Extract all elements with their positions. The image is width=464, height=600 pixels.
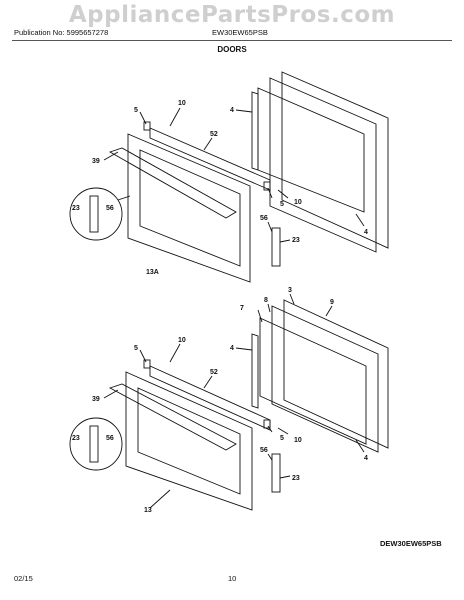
callout-bottom-56a: 56: [106, 435, 114, 442]
callout-top-56a: 56: [106, 205, 114, 212]
header-rule: [12, 40, 452, 41]
bottom-door-window: [137, 387, 241, 495]
top-right-hinge: [271, 227, 281, 267]
watermark: AppliancePartsPros.com: [68, 2, 396, 28]
top-trim-strip: [251, 91, 259, 171]
top-door-assembly: [69, 71, 389, 283]
bottom-left-hinge-bracket: [143, 359, 151, 369]
top-door-frame: [127, 133, 251, 283]
callout-top-52: 52: [210, 131, 218, 138]
callout-bottom-56b: 56: [260, 447, 268, 454]
callout-bottom-3: 3: [288, 287, 292, 294]
callout-top-23b: 23: [292, 237, 300, 244]
top-middle-glass: [269, 77, 377, 253]
bottom-outer-glass: [283, 299, 389, 449]
bottom-left-hinge-detail: [69, 417, 123, 471]
callout-top-4b: 4: [364, 229, 368, 236]
callout-bottom-4a: 4: [230, 345, 234, 352]
bottom-right-hinge: [271, 453, 281, 493]
bottom-inner-glass: [259, 317, 367, 445]
diagram-code: DEW30EW65PSB: [380, 539, 442, 548]
bottom-door-handle: [108, 383, 237, 451]
footer-date: 02/15: [14, 574, 33, 583]
bottom-left-hinge: [89, 425, 99, 463]
top-left-hinge: [89, 195, 99, 233]
callout-top-5b: 5: [280, 201, 284, 208]
page-title: DOORS: [217, 45, 247, 54]
callout-top-10: 10: [178, 100, 186, 107]
callout-bottom-8: 8: [264, 297, 268, 304]
callout-top-13a: 13A: [146, 269, 159, 276]
callout-bottom-7: 7: [240, 305, 244, 312]
bottom-door-frame: [125, 371, 253, 511]
top-right-hinge-bracket: [263, 181, 271, 191]
top-outer-glass: [281, 71, 389, 249]
callout-bottom-9: 9: [330, 299, 334, 306]
footer-page-number: 10: [228, 574, 237, 583]
callout-bottom-5: 5: [134, 345, 138, 352]
top-door-window: [139, 149, 241, 267]
callout-bottom-52: 52: [210, 369, 218, 376]
callout-top-39: 39: [92, 158, 100, 165]
callout-top-4a: 4: [230, 107, 234, 114]
callout-top-23a: 23: [72, 205, 80, 212]
top-left-hinge-bracket: [143, 121, 151, 131]
bottom-right-hinge-bracket: [263, 419, 271, 429]
bottom-trim-strip: [251, 333, 259, 409]
callout-bottom-4b: 4: [364, 455, 368, 462]
callout-top-56b: 56: [260, 215, 268, 222]
bottom-door-channel: [149, 365, 271, 431]
bottom-door-assembly: [69, 293, 389, 511]
callout-top-5: 5: [134, 107, 138, 114]
model-number: EW30EW65PSB: [212, 28, 268, 37]
bottom-middle-glass: [271, 305, 379, 453]
callout-bottom-10b: 10: [294, 437, 302, 444]
callout-bottom-23a: 23: [72, 435, 80, 442]
callout-bottom-10: 10: [178, 337, 186, 344]
callout-bottom-23b: 23: [292, 475, 300, 482]
top-left-hinge-detail: [69, 187, 123, 241]
callout-bottom-13: 13: [144, 507, 152, 514]
callout-bottom-39: 39: [92, 396, 100, 403]
top-door-handle: [108, 147, 237, 219]
publication-number: Publication No: 5995657278: [14, 28, 109, 37]
callout-top-10b: 10: [294, 199, 302, 206]
top-inner-glass: [257, 87, 365, 213]
callout-bottom-5b: 5: [280, 435, 284, 442]
